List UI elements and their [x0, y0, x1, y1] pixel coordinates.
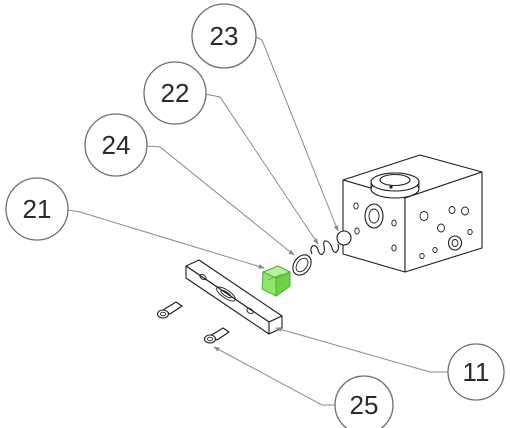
callout-11-label: 11 [463, 357, 490, 387]
leader-lines [67, 36, 448, 406]
callout-22-label: 22 [161, 78, 190, 108]
plate-part-11 [185, 259, 283, 335]
callout-22: 22 [143, 61, 207, 125]
leader-21 [67, 209, 265, 269]
leader-23 [255, 36, 339, 232]
spring-part-22 [310, 240, 339, 255]
valve-body [342, 154, 483, 273]
insert-part-21-highlighted [261, 265, 292, 297]
screw-lower-part-25 [203, 327, 230, 344]
leader-11 [275, 327, 448, 373]
leader-24 [146, 145, 295, 256]
callout-21: 21 [5, 177, 69, 241]
callout-24-label: 24 [102, 130, 131, 160]
ball-part-23 [336, 230, 352, 246]
callout-24: 24 [84, 113, 148, 177]
callout-25: 25 [334, 375, 394, 428]
callout-23-label: 23 [210, 21, 239, 51]
leader-22 [204, 93, 319, 245]
o-ring-part-24 [292, 254, 312, 276]
callout-11: 11 [447, 343, 505, 401]
callout-21-label: 21 [23, 194, 52, 224]
callout-23: 23 [191, 3, 257, 69]
screw-upper-part-25 [156, 301, 183, 319]
callout-25-label: 25 [350, 390, 379, 420]
leader-25 [213, 346, 335, 406]
